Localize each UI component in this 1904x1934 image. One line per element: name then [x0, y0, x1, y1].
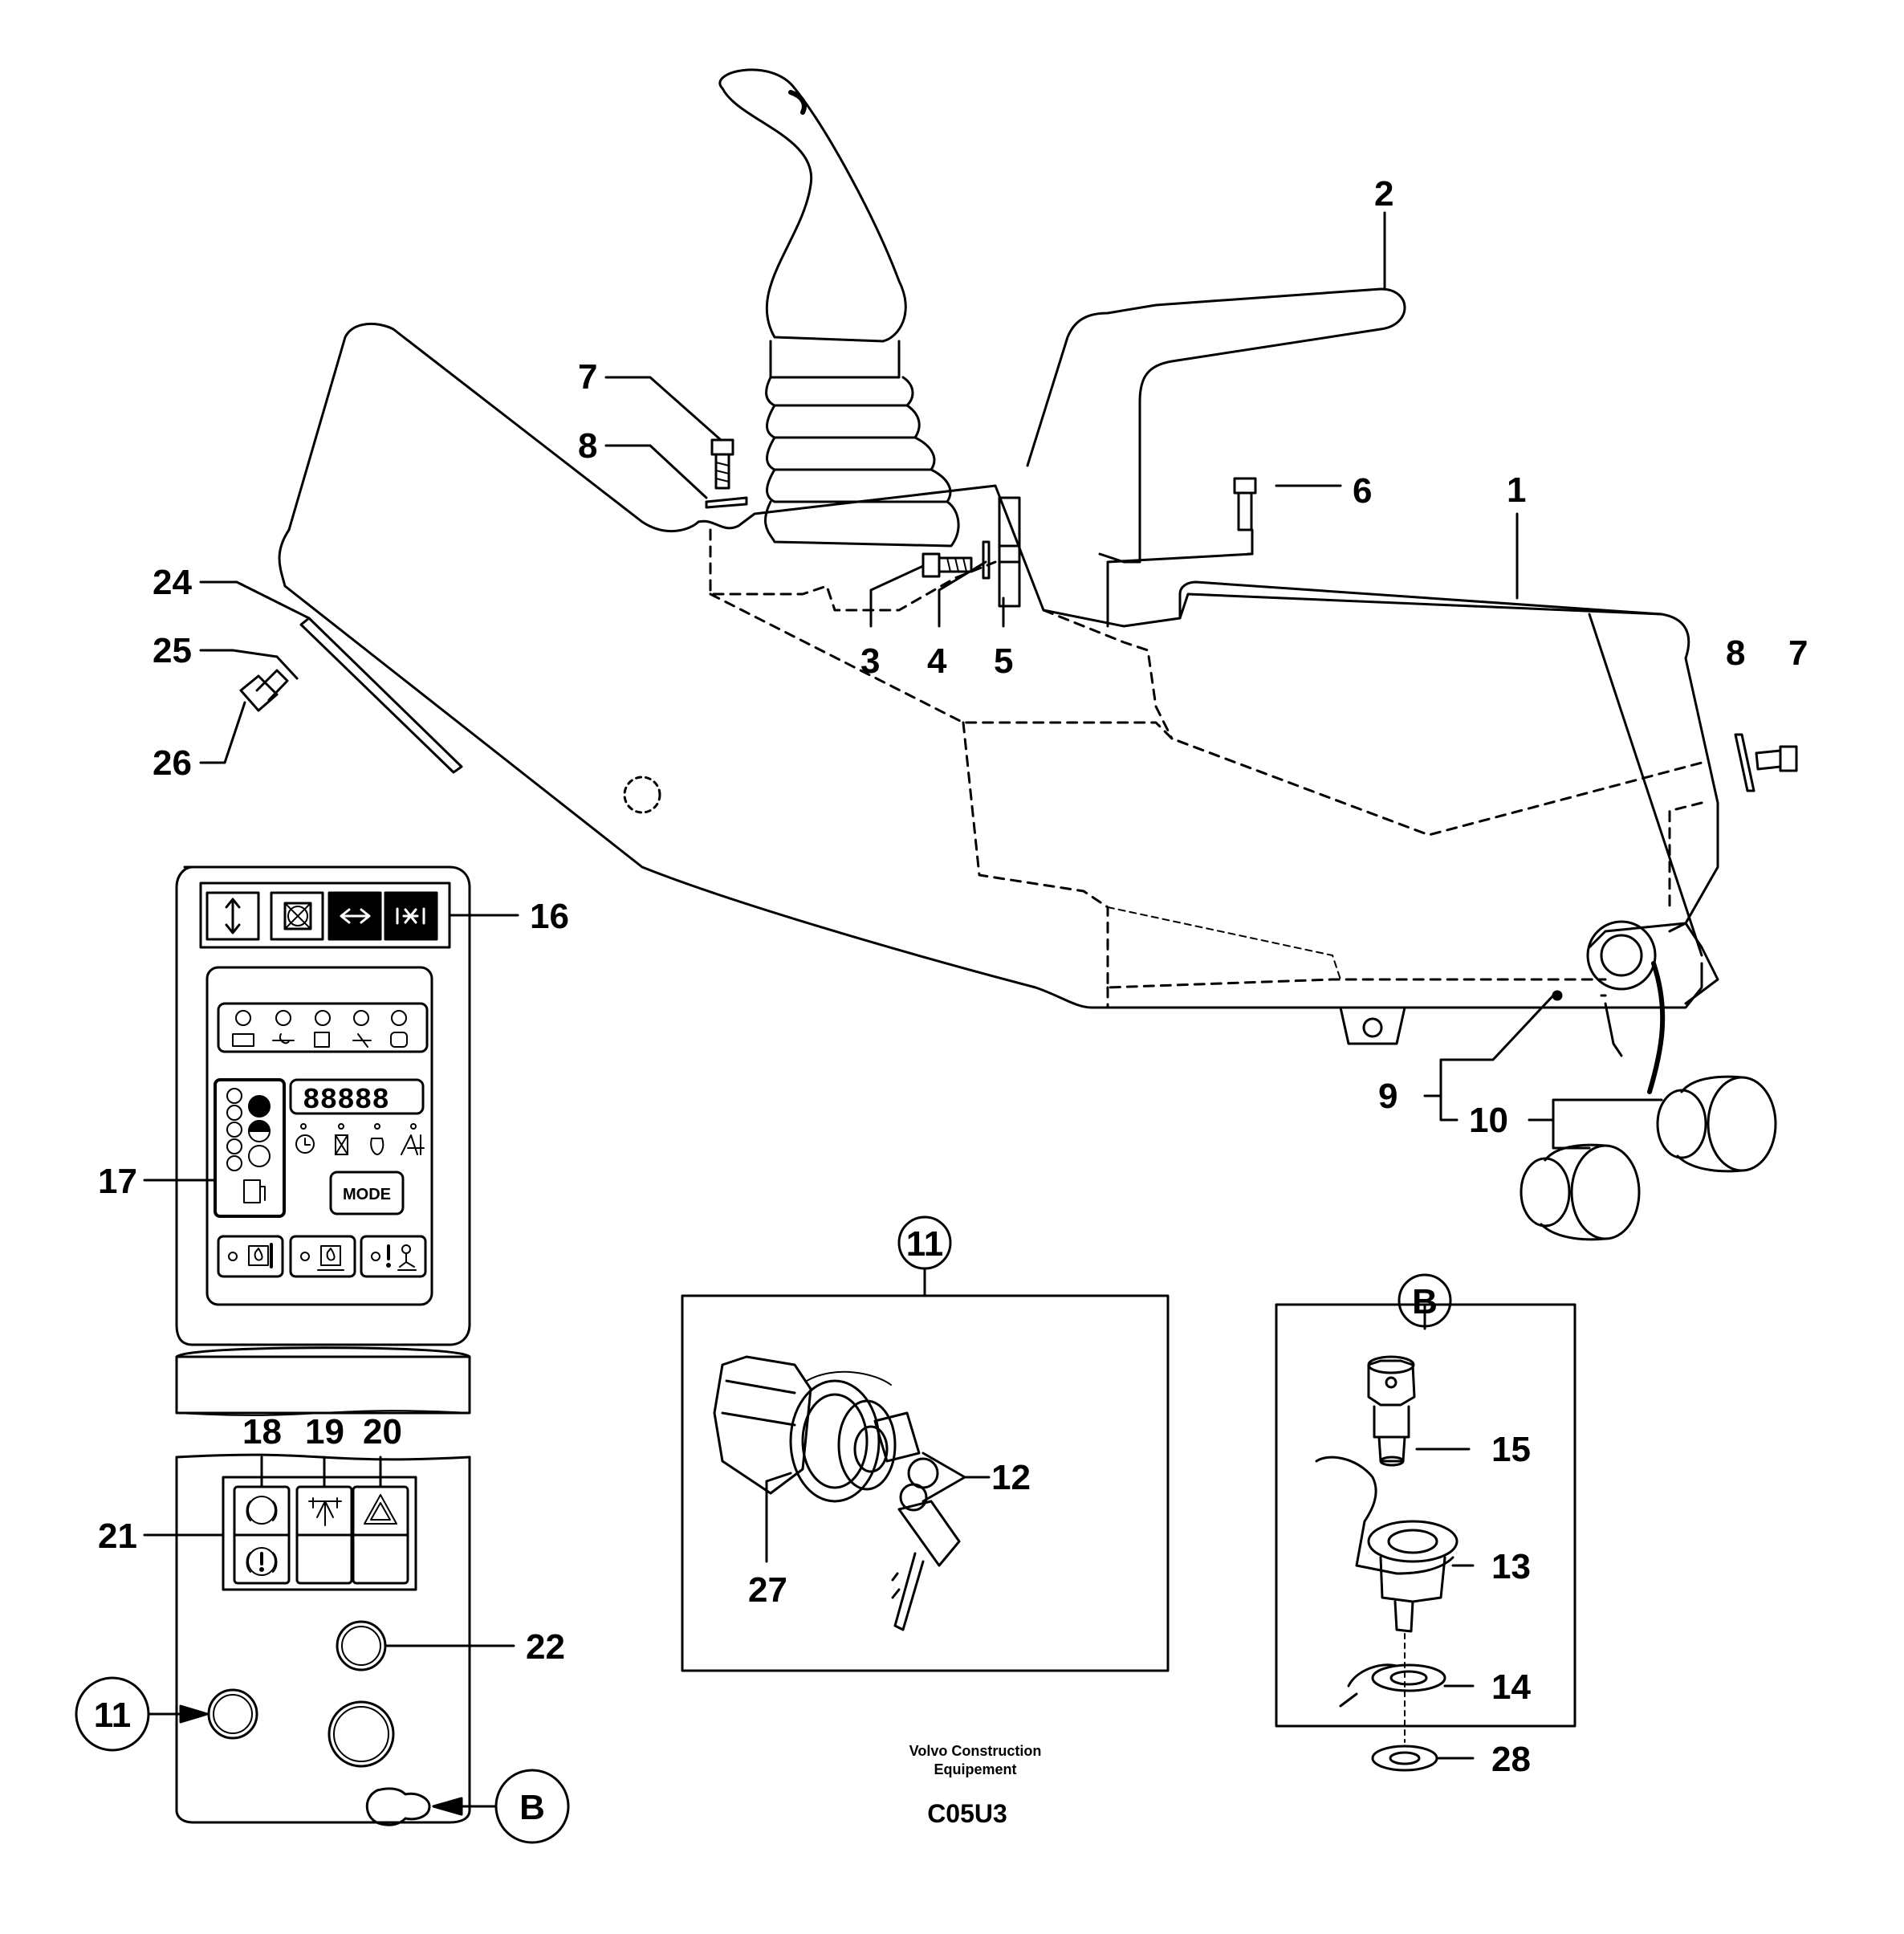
- trim-strip: [299, 617, 463, 774]
- callout-8-top: 8: [578, 426, 597, 466]
- callout-20: 20: [363, 1412, 402, 1452]
- bushing: [1520, 1075, 1777, 1241]
- callout-22: 22: [526, 1627, 565, 1667]
- parking-brake-lever: [1026, 287, 1406, 564]
- callout-27: 27: [748, 1570, 787, 1610]
- callout-21: 21: [98, 1517, 137, 1556]
- washer: [705, 496, 748, 509]
- screw: [710, 438, 734, 490]
- detail-box-11: [681, 1294, 1170, 1672]
- callout-17: 17: [98, 1162, 137, 1201]
- detail-leaders-11: [765, 1267, 991, 1563]
- ignition-switch: [713, 1355, 897, 1503]
- callout-19: 19: [305, 1412, 344, 1452]
- hidden-lines: [709, 528, 1703, 1009]
- callout-2: 2: [1374, 174, 1393, 214]
- mode-button-label: MODE: [343, 1186, 391, 1203]
- joystick-lever: [718, 68, 960, 548]
- ignition-keys: [873, 1411, 961, 1631]
- drawing-code: C05U3: [927, 1799, 1007, 1828]
- bushing: [998, 496, 1021, 608]
- callout-18: 18: [242, 1412, 282, 1452]
- callout-8-right: 8: [1726, 633, 1745, 673]
- callout-7-right: 7: [1788, 633, 1808, 673]
- washer: [982, 540, 991, 580]
- callout-labels: 2 1 6 7 8 3 4 5 8 7 24 25 26 9 10 16 17 …: [98, 174, 1808, 1779]
- circled-labels: 11 B 11 B: [94, 1224, 1438, 1827]
- detail-11-label: 11: [906, 1224, 944, 1264]
- callout-14: 14: [1491, 1667, 1531, 1707]
- ref-11-label: 11: [94, 1696, 132, 1735]
- washer: [1734, 733, 1756, 792]
- callout-24: 24: [153, 563, 192, 602]
- callout-15: 15: [1491, 1430, 1531, 1469]
- callout-16: 16: [530, 897, 569, 936]
- screw: [1233, 477, 1257, 531]
- callout-9: 9: [1378, 1077, 1397, 1116]
- detail-b-label: B: [1412, 1282, 1438, 1321]
- callout-4: 4: [927, 641, 947, 681]
- maker-line-2: Equipement: [934, 1761, 1016, 1777]
- callout-26: 26: [153, 743, 192, 783]
- screw: [239, 669, 289, 712]
- callout-5: 5: [994, 641, 1013, 681]
- callout-7-top: 7: [578, 357, 597, 397]
- side-console: [278, 322, 1719, 1094]
- leader-lines: [199, 211, 1663, 1150]
- callout-3: 3: [860, 641, 880, 681]
- callout-1: 1: [1507, 470, 1526, 510]
- callout-28: 28: [1491, 1740, 1531, 1779]
- instrument-panel: [175, 865, 471, 1826]
- callout-12: 12: [991, 1458, 1031, 1497]
- callout-25: 25: [153, 631, 192, 670]
- lock-cylinder: [1367, 1355, 1416, 1467]
- ref-b-label: B: [519, 1788, 545, 1827]
- panel-leaders: [143, 914, 519, 1808]
- washer: [1371, 1745, 1438, 1772]
- screw: [921, 552, 973, 578]
- callout-10: 10: [1469, 1101, 1508, 1140]
- maker-line-1: Volvo Construction: [909, 1743, 1042, 1759]
- lock-cam: [1315, 1456, 1459, 1708]
- callout-13: 13: [1491, 1547, 1531, 1586]
- screw: [1755, 745, 1798, 772]
- segment-display: 88888: [303, 1084, 389, 1117]
- callout-6: 6: [1353, 471, 1372, 511]
- detail-leaders-B: [1415, 1303, 1475, 1760]
